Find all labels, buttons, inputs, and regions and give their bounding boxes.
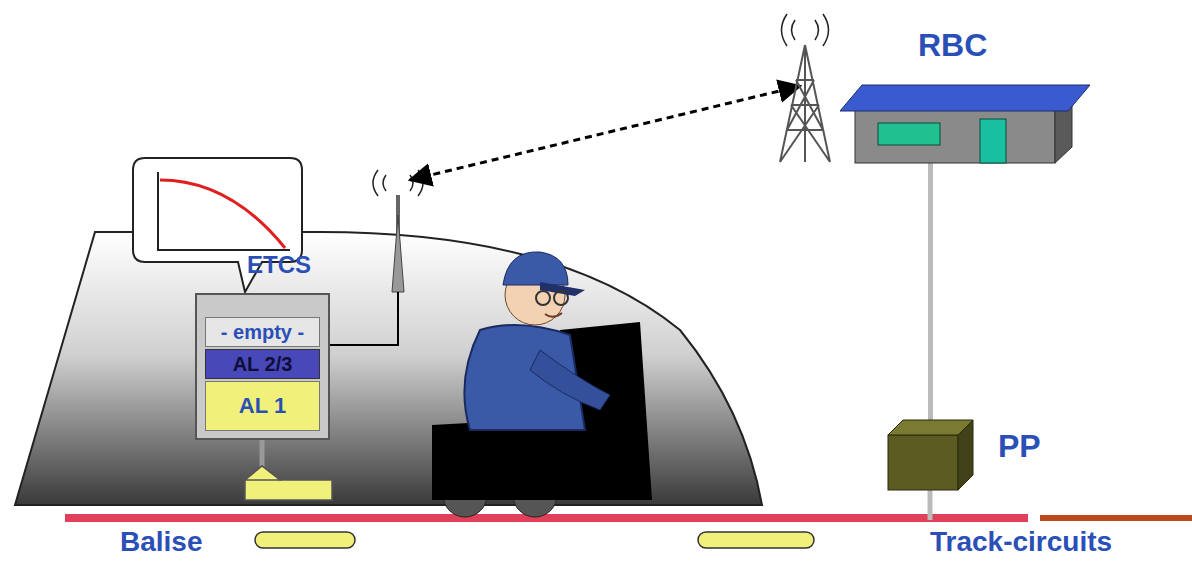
building-outline [840,85,1090,163]
component-label: Track-circuits [930,526,1112,558]
radio-link [410,86,800,180]
track-balise [255,532,355,548]
layer-band: AL 2/3 [205,349,320,379]
node-title: RBC [918,27,987,64]
driver-mouth [545,313,562,317]
balise-reader [245,466,280,480]
node-title: PP [998,428,1041,465]
layer-band: AL 1 [205,381,320,431]
empty-layer: - empty - [205,317,320,347]
layer-name: - empty - [221,321,304,344]
track-balise [698,532,814,548]
point-processor: PP [888,420,973,490]
antenna-cable [330,292,398,345]
chart-axes [158,172,290,250]
box-outline [888,420,973,490]
driver-desk [432,322,652,500]
cap-visor [540,282,585,296]
component-label: Balise [120,526,203,558]
glasses [554,291,568,305]
node-title: ETCS [247,251,311,279]
etcs-unit: ETCS- empty -AL 2/3AL 1 [195,293,330,440]
driver-cap [503,252,568,285]
rail [65,514,1028,522]
antenna-waves [373,170,423,196]
track-connection [928,490,933,520]
antenna-cable [260,440,265,468]
train-body [15,232,762,505]
rbc-building: RBC [840,85,1090,163]
layer-name: AL 2/3 [233,353,293,376]
antenna-body [392,215,404,292]
connection-line [928,163,933,420]
glasses [536,291,550,305]
driver-arm [530,350,610,410]
layer-name: AL 1 [239,393,286,419]
rail-section [1040,515,1192,521]
radio-tower [780,45,830,162]
braking-curve [160,180,285,248]
balise-reader [245,466,332,500]
tower-waves [782,14,829,46]
